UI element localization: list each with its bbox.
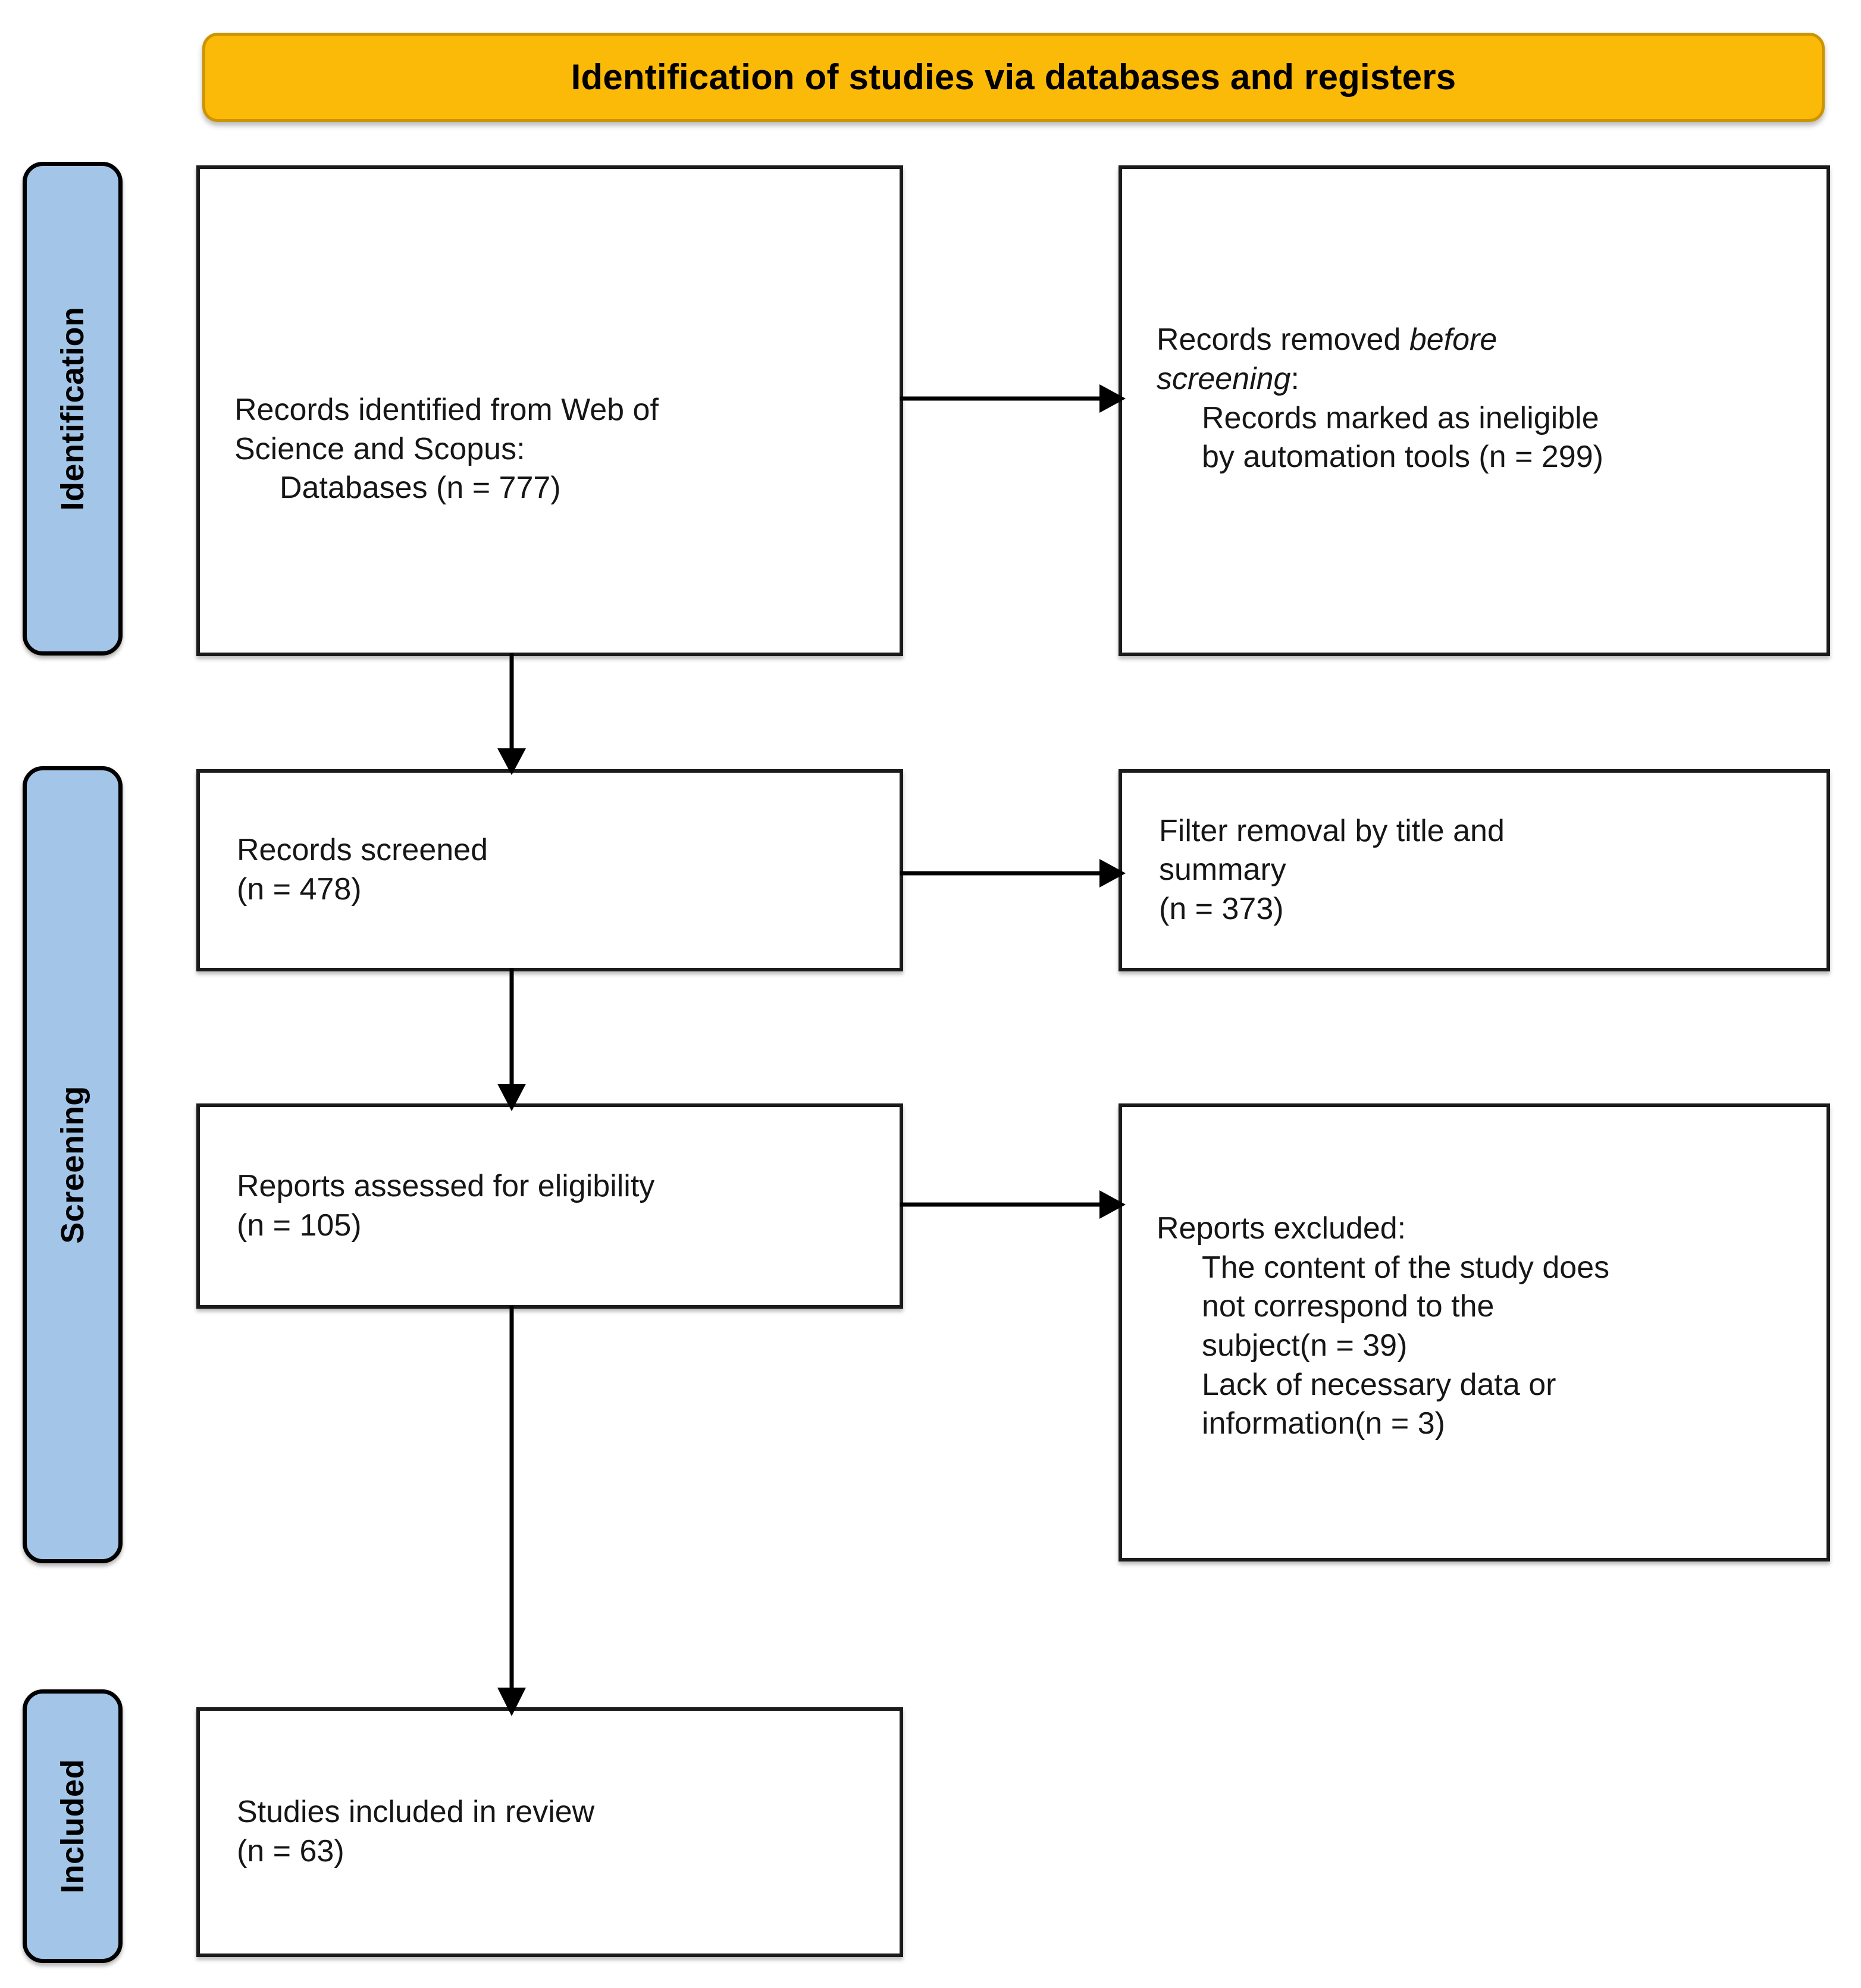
excluded-line-4-count: subject(n = 39): [1202, 1328, 1408, 1363]
stage-label-screening: Screening: [55, 1086, 90, 1244]
removed-line-2-colon: :: [1290, 361, 1299, 396]
removed-line-2: screening:: [1157, 360, 1826, 399]
stage-band-included: Included: [23, 1689, 123, 1963]
page-title: Identification of studies via databases …: [571, 57, 1456, 97]
identified-line-3-count: Databases (n = 777): [280, 471, 561, 506]
box-records-identified-text: Records identified from Web of Science a…: [200, 391, 900, 508]
box-reports-assessed-for-eligibility: Reports assessed for eligibility (n = 10…: [196, 1103, 903, 1309]
box-records-removed-text: Records removed before screening: Record…: [1122, 321, 1826, 476]
screened-line-1: Records screened: [237, 833, 488, 868]
arrow-eligibility-to-excluded: [900, 1187, 1126, 1222]
screened-line-2-count: (n = 478): [237, 872, 362, 907]
included-line-2-count: (n = 63): [237, 1834, 344, 1868]
stage-band-screening: Screening: [23, 766, 123, 1563]
box-filter-removal: Filter removal by title and summary (n =…: [1119, 769, 1830, 971]
identified-line-1: Records identified from Web of: [234, 393, 659, 428]
removed-line-2-emphasis: screening: [1157, 361, 1291, 396]
stage-label-included: Included: [55, 1758, 90, 1894]
box-filter-removal-text: Filter removal by title and summary (n =…: [1122, 812, 1826, 929]
filter-line-2: summary: [1159, 852, 1286, 888]
box-reports-excluded: Reports excluded: The content of the stu…: [1119, 1103, 1830, 1561]
excluded-line-6-count: information(n = 3): [1202, 1406, 1445, 1441]
arrow-identified-to-removed: [900, 381, 1126, 416]
removed-line-4-count: by automation tools (n = 299): [1202, 440, 1603, 475]
box-records-identified: Records identified from Web of Science a…: [196, 165, 903, 656]
eligibility-line-1: Reports assessed for eligibility: [237, 1168, 655, 1203]
arrow-eligibility-to-included: [494, 1306, 530, 1716]
box-records-screened-text: Records screened (n = 478): [200, 831, 900, 909]
eligibility-line-2-count: (n = 105): [237, 1208, 362, 1243]
removed-line-1: Records removed before: [1157, 321, 1826, 360]
stage-label-identification: Identification: [55, 306, 90, 511]
box-reports-excluded-text: Reports excluded: The content of the stu…: [1122, 1209, 1826, 1443]
box-records-screened: Records screened (n = 478): [196, 769, 903, 971]
box-reports-assessed-text: Reports assessed for eligibility (n = 10…: [200, 1167, 900, 1245]
box-records-removed-before-screening: Records removed before screening: Record…: [1119, 165, 1830, 656]
removed-line-3: Records marked as ineligible: [1202, 400, 1599, 435]
box-studies-included-text: Studies included in review (n = 63): [200, 1793, 900, 1871]
stage-band-identification: Identification: [23, 162, 123, 656]
arrow-screened-to-filter-removal: [900, 855, 1126, 891]
arrow-identified-to-screened: [494, 653, 530, 775]
identified-line-2: Science and Scopus:: [234, 431, 525, 466]
removed-line-1-prefix: Records removed: [1157, 322, 1409, 358]
excluded-line-1: Reports excluded:: [1157, 1211, 1406, 1246]
excluded-line-3: not correspond to the: [1202, 1289, 1495, 1324]
removed-line-1-emphasis: before: [1409, 322, 1497, 358]
header-banner: Identification of studies via databases …: [202, 33, 1825, 122]
box-studies-included: Studies included in review (n = 63): [196, 1707, 903, 1957]
excluded-line-5: Lack of necessary data or: [1202, 1367, 1556, 1402]
arrow-screened-to-eligibility: [494, 968, 530, 1111]
filter-line-3-count: (n = 373): [1159, 891, 1284, 926]
included-line-1: Studies included in review: [237, 1795, 595, 1830]
excluded-line-2: The content of the study does: [1202, 1250, 1610, 1285]
filter-line-1: Filter removal by title and: [1159, 813, 1505, 848]
